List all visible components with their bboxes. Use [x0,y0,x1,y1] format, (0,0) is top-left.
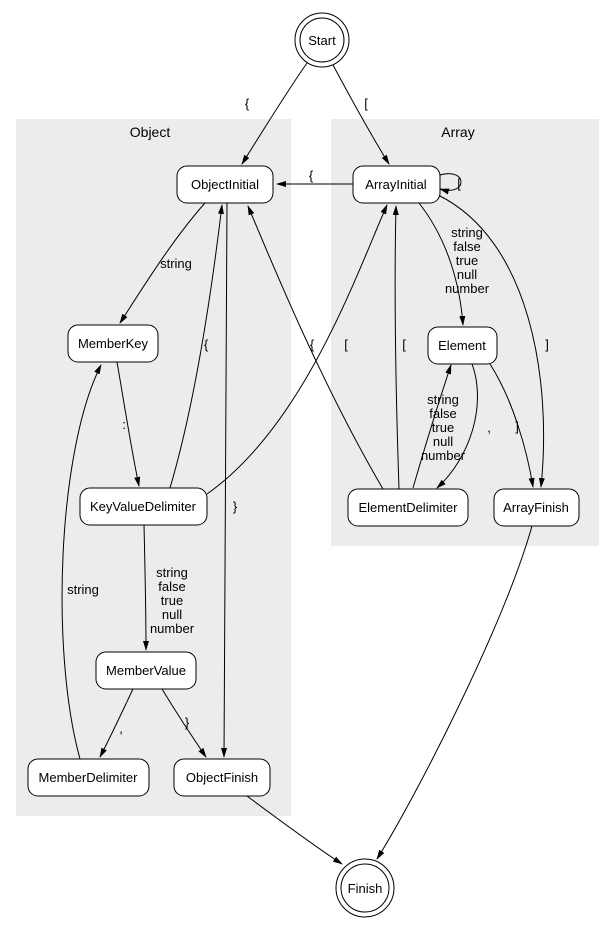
edge-label-member-value-to-object-finish: } [185,715,190,730]
node-array-finish: ArrayFinish [493,488,580,527]
finish-inner-circle [340,863,390,913]
edge-label-object-initial-to-object-finish: } [233,499,238,514]
edge-array-initial-self-loop [439,173,462,195]
edge-element-delimiter-to-element [412,364,452,489]
edge-label-array-initial-to-element-line4: null [457,267,477,282]
edge-label-start-to-object-initial: { [245,96,250,111]
node-element: Element [427,326,498,365]
edge-label-array-initial-to-element-line3: true [456,253,478,268]
node-element-delimiter-label: ElementDelimiter [359,500,459,515]
edge-label-element-delimiter-to-element-line4: null [433,434,453,449]
node-key-value-delimiter: KeyValueDelimiter [79,487,208,526]
edge-label-element-delimiter-to-object-initial: { [310,337,315,352]
edge-label-object-initial-to-member-key: string [160,256,192,271]
edge-label-kvd-to-member-value-line3: true [161,593,183,608]
node-object-initial: ObjectInitial [176,165,274,204]
node-array-initial-label: ArrayInitial [365,177,427,192]
edge-array-initial-to-element [418,202,466,326]
edge-label-element-delimiter-to-element-line2: false [429,406,456,421]
array-finish-box [493,488,580,527]
edge-key-value-delimiter-to-object-initial [169,204,224,489]
edge-label-start-to-array-initial: [ [364,96,368,111]
member-key-box [67,324,159,363]
array-initial-box [352,165,441,204]
edge-member-value-to-object-finish [161,688,207,758]
node-object-finish-label: ObjectFinish [186,770,258,785]
node-finish-label: Finish [348,881,383,896]
edge-array-finish-to-finish [376,525,533,860]
start-inner-circle [299,17,345,63]
object-initial-box [176,165,274,204]
edge-label-array-initial-to-object-initial: { [309,168,314,183]
edge-object-initial-to-member-key [119,202,206,324]
edge-label-element-to-array-finish: ] [515,419,519,434]
edge-label-kvd-to-member-value-line1: string [156,565,188,580]
edge-labels: { [ { [ string : string false true null … [67,96,549,736]
edges [61,62,545,865]
element-delimiter-box [347,488,469,527]
node-start: Start [294,12,350,68]
edge-label-array-initial-to-element-line5: number [445,281,490,296]
node-object-finish: ObjectFinish [173,758,271,797]
edge-element-delimiter-to-array-initial [392,205,400,490]
edge-object-finish-to-finish [246,795,343,865]
node-member-key-label: MemberKey [78,336,149,351]
edge-element-to-array-finish [489,363,535,488]
edge-label-array-initial-self-loop: [ [457,176,461,191]
edge-label-element-delimiter-to-array-initial: [ [402,337,406,352]
edge-label-member-value-to-member-delimiter: , [119,721,123,736]
edge-element-to-element-delimiter [436,363,478,489]
edge-label-kvd-to-member-value-line4: null [162,607,182,622]
cluster-object: Object [16,119,291,816]
node-object-initial-label: ObjectInitial [191,177,259,192]
edge-label-member-delimiter-to-member-key: string [67,582,99,597]
node-finish: Finish [335,858,395,918]
node-member-delimiter-label: MemberDelimiter [39,770,139,785]
cluster-object-label: Object [130,124,171,140]
element-box [427,326,498,365]
member-value-box [95,651,197,690]
object-finish-box [173,758,271,797]
node-array-initial: ArrayInitial [352,165,441,204]
edge-object-initial-to-object-finish [221,202,228,758]
edge-start-to-object-initial [241,62,308,165]
node-member-value-label: MemberValue [106,663,186,678]
edge-label-element-delimiter-to-element-line5: number [421,448,466,463]
edge-label-array-initial-to-element-line1: string [451,225,483,240]
edge-label-array-initial-to-element-line2: false [453,239,480,254]
key-value-delimiter-box [79,487,208,526]
edge-label-array-initial-to-array-finish: ] [545,337,549,352]
node-member-delimiter: MemberDelimiter [27,758,150,797]
edge-member-value-to-member-delimiter [99,688,134,758]
edge-element-delimiter-to-object-initial [247,205,384,490]
edge-array-initial-to-array-finish [437,194,545,488]
edge-label-element-to-element-delimiter: , [487,420,491,435]
nodes: Start ObjectInitial ArrayInitial MemberK… [27,12,580,918]
edge-label-kvd-to-member-value-line5: number [150,621,195,636]
node-key-value-delimiter-label: KeyValueDelimiter [90,499,197,514]
node-array-finish-label: ArrayFinish [503,500,569,515]
cluster-array-label: Array [441,124,474,140]
edge-start-to-array-initial [332,64,390,165]
node-member-key: MemberKey [67,324,159,363]
edge-label-kvd-to-array-initial: [ [344,337,348,352]
edge-label-element-delimiter-to-element-line3: true [432,420,454,435]
edge-label-kvd-to-member-value-line2: false [158,579,185,594]
edge-label-member-key-to-key-value-delimiter: : [122,417,126,432]
member-delimiter-box [27,758,150,797]
edge-key-value-delimiter-to-member-value [142,524,149,651]
node-start-label: Start [308,33,336,48]
edge-label-element-delimiter-to-element-line1: string [427,392,459,407]
edge-key-value-delimiter-to-array-initial [206,204,388,495]
cluster-object-background [16,119,291,816]
node-member-value: MemberValue [95,651,197,690]
node-element-label: Element [438,338,486,353]
node-element-delimiter: ElementDelimiter [347,488,469,527]
edge-label-kvd-to-object-initial: { [204,337,209,352]
edge-member-delimiter-to-member-key [61,364,102,760]
edge-member-key-to-key-value-delimiter [116,361,141,487]
